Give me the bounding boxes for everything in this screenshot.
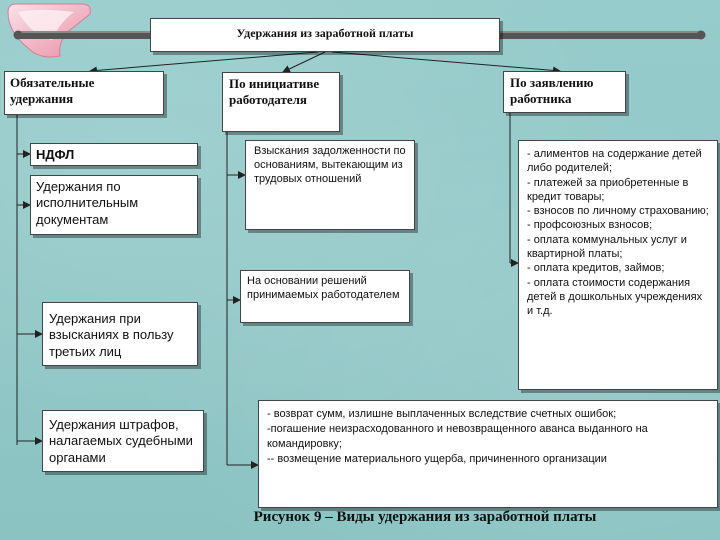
top-bar-knob-left [13, 30, 23, 40]
item-decisions: На основании решений принимаемых работод… [240, 270, 410, 323]
item-exec-docs-label: Удержания по исполнительным документам [36, 179, 139, 227]
figure-caption: Рисунок 9 – Виды удержания из заработной… [253, 509, 597, 525]
arrow-to-mandatory [89, 51, 319, 75]
employer-list-item: -погашение неизрасходованного и невозвра… [267, 422, 648, 450]
item-fines: Удержания штрафов, налагаемых судебными … [42, 410, 204, 472]
employee-list-item: - оплата кредитов, займов; [527, 262, 665, 275]
category-mandatory-label: Обязательные удержания [10, 75, 95, 107]
top-bar-knob-right [696, 30, 706, 40]
item-decisions-label: На основании решений принимаемых работод… [247, 275, 400, 301]
item-third-party: Удержания при взысканиях в пользу третьи… [42, 302, 198, 366]
category-employer: По инициативе работодателя [222, 72, 340, 132]
category-employee: По заявлению работника [503, 71, 626, 113]
employee-list-item: - оплата стоимости содержания детей в до… [527, 276, 703, 318]
category-employee-label: По заявлению работника [510, 75, 594, 107]
item-debt-label: Взыскания задолженности по основаниям, в… [254, 145, 406, 185]
employee-list-item: - оплата коммунальных услуг и квартирной… [527, 233, 687, 261]
item-third-party-label: Удержания при взысканиях в пользу третьи… [49, 311, 174, 359]
employee-list-item: - платежей за приобретенные в кредит тов… [527, 176, 689, 203]
employee-list-item: - взносов по личному страхованию; [527, 205, 709, 218]
employer-deductions-list: - возврат сумм, излишне выплаченных всле… [258, 400, 718, 508]
arrow-to-employee [331, 51, 561, 75]
employee-deductions-list: - алиментов на содержание детей либо род… [518, 140, 718, 390]
item-debt: Взыскания задолженности по основаниям, в… [245, 140, 415, 230]
category-mandatory: Обязательные удержания [4, 71, 164, 115]
pink-swoosh-highlight [18, 10, 74, 40]
employer-list-item: -- возмещение материального ущерба, прич… [267, 452, 607, 465]
category-employer-label: По инициативе работодателя [229, 76, 320, 108]
employee-list-item: - алиментов на содержание детей либо род… [527, 148, 702, 175]
arrow-to-employer [282, 51, 326, 73]
item-ndfl: НДФЛ [30, 143, 198, 166]
employee-list-item: - профсоюзных взносов; [527, 219, 653, 232]
item-ndfl-label: НДФЛ [36, 147, 75, 162]
diagram-title: Удержания из заработной платы [236, 26, 414, 40]
item-exec-docs: Удержания по исполнительным документам [30, 175, 198, 235]
employer-list-item: - возврат сумм, излишне выплаченных всле… [267, 408, 617, 420]
item-fines-label: Удержания штрафов, налагаемых судебными … [49, 417, 193, 465]
diagram-title-box: Удержания из заработной платы [150, 18, 500, 52]
